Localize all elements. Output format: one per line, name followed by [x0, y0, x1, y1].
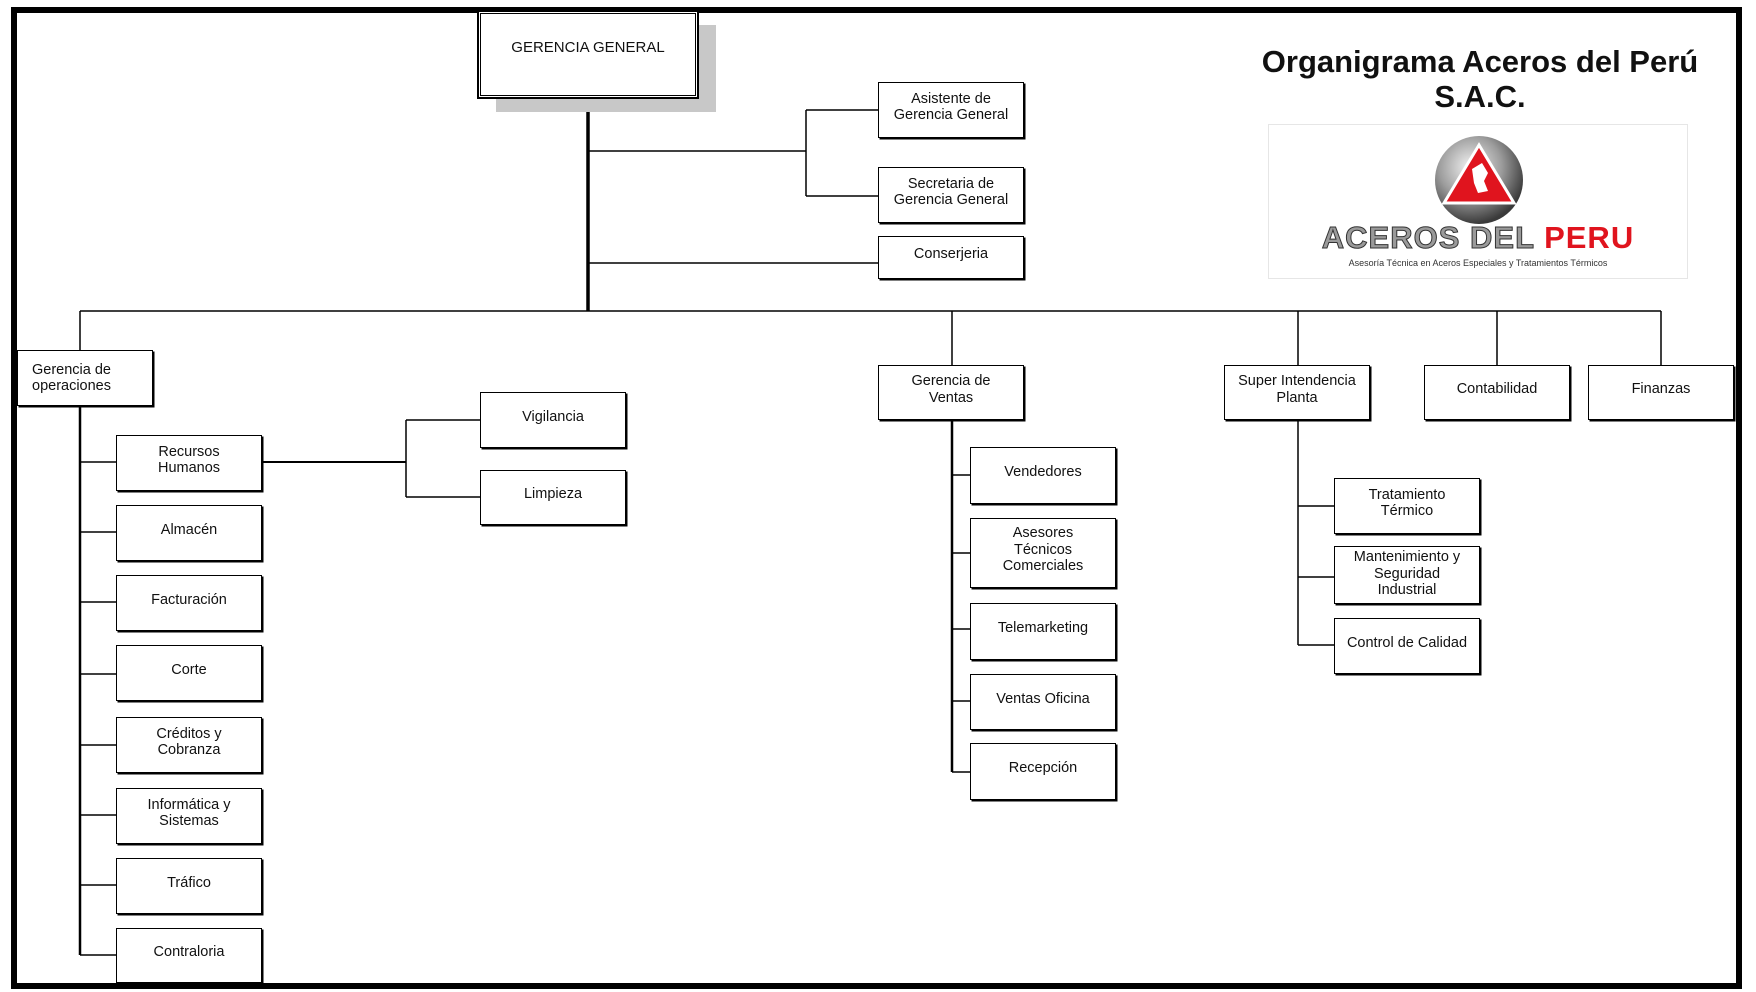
unit-asesores-line2: Técnicos	[1013, 541, 1073, 558]
unit-almacen: Almacén	[116, 505, 262, 561]
gerencia-general-label: GERENCIA GENERAL	[511, 39, 665, 56]
unit-asesores-line1: Asesores	[1012, 525, 1074, 542]
unit-vigilancia-label: Vigilancia	[522, 408, 584, 425]
unit-asesores-line3: Comerciales	[1002, 558, 1084, 575]
unit-vendedores-label: Vendedores	[1004, 464, 1082, 481]
unit-mantenimiento-line2: Seguridad	[1373, 565, 1441, 582]
unit-asistente-line2: Gerencia General	[893, 107, 1009, 123]
unit-operaciones-line2: operaciones	[32, 378, 111, 394]
unit-vigilancia: Vigilancia	[480, 392, 626, 448]
unit-asistente-line1: Asistente de	[911, 90, 991, 107]
unit-secretaria-line2: Gerencia General	[893, 192, 1009, 208]
unit-finanzas-label: Finanzas	[1631, 381, 1691, 398]
unit-planta-line1: Super Intendencia	[1238, 373, 1356, 389]
logo-wordmark: ACEROS DEL PERU	[1269, 220, 1687, 256]
unit-planta-line2: Planta	[1276, 389, 1318, 406]
unit-mantenimiento-line1: Mantenimiento y	[1353, 549, 1461, 566]
unit-limpieza-label: Limpieza	[523, 486, 583, 503]
unit-trafico-label: Tráfico	[167, 874, 211, 891]
logo-word-a: ACEROS DEL	[1321, 220, 1535, 256]
unit-control-calidad: Control de Calidad	[1334, 618, 1480, 674]
unit-creditos-line1: Créditos y	[156, 725, 222, 742]
unit-almacen-label: Almacén	[160, 521, 218, 538]
unit-ventas-line2: Ventas	[928, 389, 974, 406]
unit-operaciones-line1: Gerencia de	[32, 361, 111, 378]
unit-corte-label: Corte	[171, 661, 207, 678]
unit-vendedores: Vendedores	[970, 447, 1116, 504]
unit-trafico: Tráfico	[116, 858, 262, 914]
unit-creditos-line2: Cobranza	[157, 742, 221, 758]
chart-title: Organigrama Aceros del Perú S.A.C.	[1261, 44, 1699, 114]
gerencia-general-box: GERENCIA GENERAL	[478, 11, 698, 98]
unit-conserjeria: Conserjeria	[878, 236, 1024, 279]
logo-emblem-icon	[1435, 136, 1523, 224]
logo-tagline: Asesoría Técnica en Aceros Especiales y …	[1348, 258, 1608, 268]
unit-contabilidad-label: Contabilidad	[1456, 381, 1538, 398]
unit-corte: Corte	[116, 645, 262, 701]
unit-informatica-line2: Sistemas	[159, 813, 219, 829]
unit-tratamiento-line1: Tratamiento	[1368, 486, 1446, 503]
unit-tratamiento-line2: Térmico	[1380, 503, 1434, 519]
unit-facturacion-label: Facturación	[151, 591, 227, 608]
unit-limpieza: Limpieza	[480, 470, 626, 525]
unit-ventas-line1: Gerencia de	[911, 373, 991, 389]
unit-ventas-oficina: Ventas Oficina	[970, 674, 1116, 730]
logo-word-b: PERU	[1544, 220, 1635, 255]
unit-contabilidad: Contabilidad	[1424, 365, 1570, 420]
unit-telemarketing: Telemarketing	[970, 603, 1116, 660]
unit-mantenimiento-line3: Industrial	[1377, 582, 1437, 599]
company-logo: ACEROS DEL PERU Asesoría Técnica en Acer…	[1268, 124, 1688, 279]
unit-secretaria-line1: Secretaria de	[907, 175, 995, 192]
unit-contraloria-label: Contraloria	[153, 944, 225, 961]
unit-contraloria: Contraloria	[116, 928, 262, 983]
unit-finanzas: Finanzas	[1588, 365, 1734, 420]
unit-recepcion-label: Recepción	[1008, 760, 1078, 777]
unit-rrhh-line1: Recursos	[158, 443, 220, 460]
unit-rrhh-line2: Humanos	[157, 460, 221, 476]
unit-conserjeria-label: Conserjeria	[913, 246, 989, 263]
unit-recepcion: Recepción	[970, 743, 1116, 800]
unit-telemarketing-label: Telemarketing	[997, 620, 1089, 637]
unit-ventas-oficina-label: Ventas Oficina	[996, 690, 1090, 707]
unit-informatica-line1: Informática y	[147, 796, 231, 813]
unit-control-calidad-label: Control de Calidad	[1346, 634, 1468, 651]
unit-facturacion: Facturación	[116, 575, 262, 631]
